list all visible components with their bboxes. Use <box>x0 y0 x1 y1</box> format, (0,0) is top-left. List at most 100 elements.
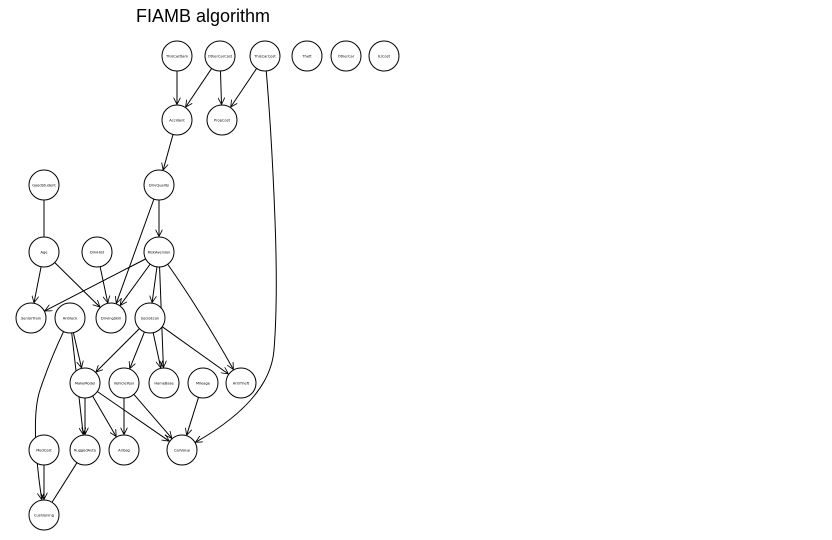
node-circle <box>95 302 127 334</box>
node-circle <box>28 236 60 268</box>
node-thiscarcost: ThisCarCost <box>249 40 281 72</box>
edge-makemodel-to-airbag <box>92 395 117 437</box>
node-label: DrivingSkill <box>101 317 121 321</box>
node-age: Age <box>28 236 60 268</box>
node-label: SeniorTrain <box>21 317 41 321</box>
node-label: Age <box>41 251 49 255</box>
node-propcost: PropCost <box>206 104 238 136</box>
node-label: Antilock <box>63 317 78 321</box>
node-drivhist: DrivHist <box>81 236 113 268</box>
node-circle <box>368 40 400 72</box>
node-label: VehicleYear <box>114 382 135 386</box>
node-othercar: OtherCar <box>330 40 362 72</box>
node-circle <box>206 104 238 136</box>
node-accident: Accident <box>161 104 193 136</box>
node-circle <box>108 367 140 399</box>
node-label: Theft <box>301 55 312 59</box>
node-circle <box>225 367 257 399</box>
edge-socioecon-to-vehicleyear <box>130 331 145 369</box>
node-circle <box>291 40 323 72</box>
node-circle <box>249 40 281 72</box>
node-airbag: Airbag <box>108 434 140 466</box>
edge-age-to-seniortrain <box>34 266 42 303</box>
node-seniortrain: SeniorTrain <box>15 302 47 334</box>
edge-age-to-drivingskill <box>54 262 100 308</box>
edge-vehicleyear-to-carvalue <box>133 394 172 438</box>
node-medcost: MedCost <box>28 434 60 466</box>
node-label: RiskAversion <box>148 251 171 255</box>
node-circle <box>81 236 113 268</box>
edge-riskaversion-to-seniortrain <box>45 258 146 312</box>
edge-socioecon-to-makemodel <box>96 328 140 372</box>
node-circle <box>187 367 219 399</box>
node-circle <box>69 367 101 399</box>
node-label: Mileage <box>196 382 211 386</box>
node-label: ThisCarDam <box>165 55 189 59</box>
edge-drivquality-to-drivingskill <box>116 198 155 303</box>
edge-antilock-to-makemodel <box>72 332 81 368</box>
edge-riskaversion-to-drivingskill <box>120 263 151 305</box>
node-label: OtherCar <box>338 55 355 59</box>
node-circle <box>28 169 60 201</box>
node-circle <box>166 434 198 466</box>
node-circle <box>143 169 175 201</box>
edge-socioecon-to-homebase <box>152 332 161 368</box>
edge-thiscarcost-to-propcost <box>231 68 258 107</box>
node-label: MakeModel <box>75 382 95 386</box>
edge-ruggedauto-to-cushioning <box>51 462 78 503</box>
node-homebase: HomeBase <box>148 367 180 399</box>
node-othercarcost: OtherCarCost <box>204 40 236 72</box>
node-label: DrivQuality <box>149 184 170 188</box>
node-antilock: Antilock <box>54 302 86 334</box>
node-label: PropCost <box>214 119 231 123</box>
edge-thiscarcost-to-carvalue <box>195 70 277 442</box>
node-circle <box>54 302 86 334</box>
node-makemodel: MakeModel <box>69 367 101 399</box>
node-socioecon: SocioEcon <box>134 302 166 334</box>
node-label: RuggedAuto <box>74 449 96 453</box>
edge-mileage-to-carvalue <box>187 397 199 435</box>
node-mileage: Mileage <box>187 367 219 399</box>
node-circle <box>330 40 362 72</box>
node-cushioning: Cushioning <box>28 499 60 531</box>
node-riskaversion: RiskAversion <box>143 236 175 268</box>
edge-socioecon-to-antitheft <box>161 326 228 374</box>
node-theft: Theft <box>291 40 323 72</box>
edge-riskaversion-to-antitheft <box>167 263 234 369</box>
node-label: SocioEcon <box>141 317 159 321</box>
node-label: Accident <box>169 119 185 123</box>
edge-riskaversion-to-socioecon <box>152 266 158 303</box>
node-circle <box>204 40 236 72</box>
node-label: ILiCost <box>378 55 391 59</box>
node-label: HomeBase <box>154 382 174 386</box>
node-circle <box>15 302 47 334</box>
node-circle <box>69 434 101 466</box>
node-antitheft: AntiTheft <box>225 367 257 399</box>
node-goodstudent: GoodStudent <box>28 169 60 201</box>
node-carvalue: CarValue <box>166 434 198 466</box>
node-label: DrivHist <box>90 251 105 255</box>
edge-makemodel-to-carvalue <box>97 391 169 442</box>
node-label: OtherCarCost <box>208 55 233 59</box>
node-thiscardam: ThisCarDam <box>161 40 193 72</box>
node-circle <box>28 499 60 531</box>
edge-othercarcost-to-propcost <box>220 70 221 105</box>
edge-antilock-to-cushioning <box>34 331 65 500</box>
node-drivingskill: DrivingSkill <box>95 302 127 334</box>
node-label: MedCost <box>36 449 52 453</box>
node-circle <box>161 104 193 136</box>
node-label: CarValue <box>174 449 191 453</box>
node-label: AntiTheft <box>233 382 250 386</box>
node-circle <box>108 434 140 466</box>
diagram-title: FIAMB algorithm <box>136 6 271 26</box>
node-circle <box>134 302 166 334</box>
edge-othercarcost-to-accident <box>186 68 213 107</box>
node-ilicost: ILiCost <box>368 40 400 72</box>
node-label: GoodStudent <box>32 184 56 188</box>
node-ruggedauto: RuggedAuto <box>69 434 101 466</box>
node-circle <box>143 236 175 268</box>
node-circle <box>161 40 193 72</box>
node-label: ThisCarCost <box>253 55 276 59</box>
node-label: Cushioning <box>34 514 54 518</box>
